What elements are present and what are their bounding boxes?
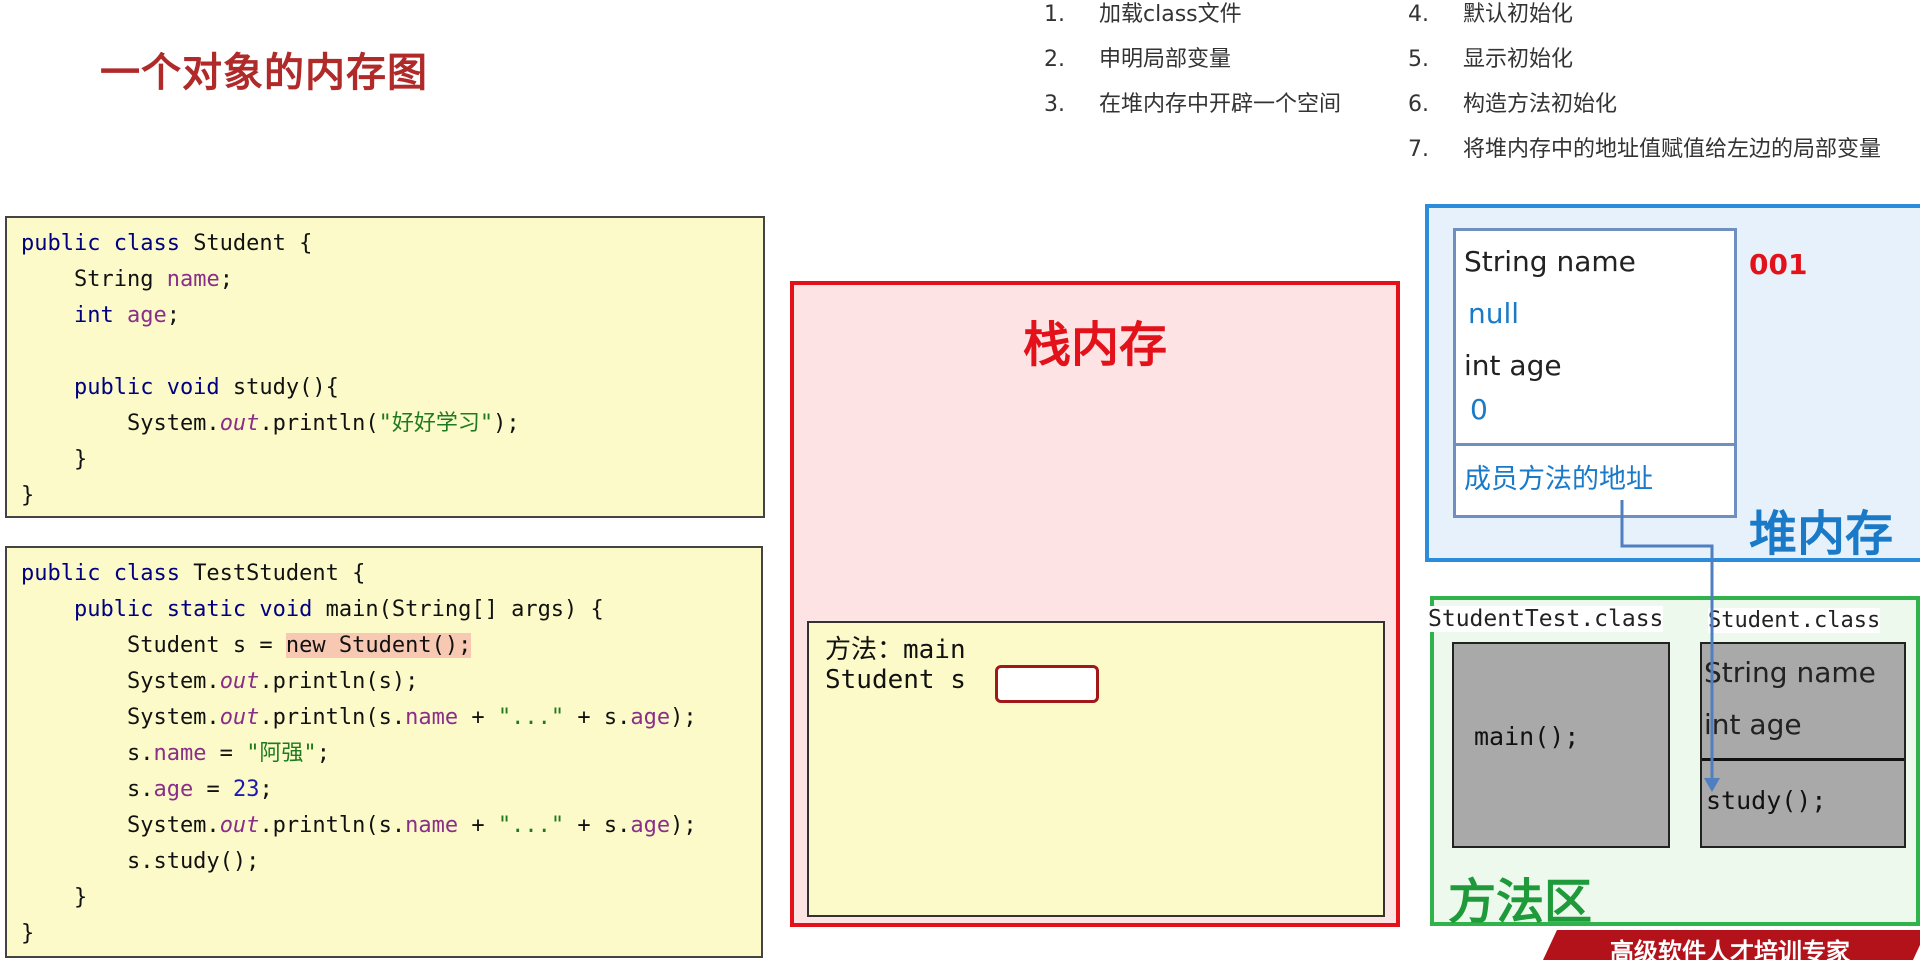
frame-method-label: 方法：main (825, 635, 966, 665)
class2-label: Student.class (1708, 608, 1881, 633)
method-area-title: 方法区 (1448, 874, 1593, 930)
student-test-class-box: main(); (1452, 642, 1670, 848)
heap-field-name-value: null (1468, 297, 1520, 330)
stack-memory: 栈内存 方法：main Student s (790, 281, 1400, 927)
heap-field-name-label: String name (1464, 245, 1636, 278)
step-item: 4.默认初始化 (1408, 2, 1574, 27)
watermark-text: 高级软件人才培训专家 (1610, 938, 1850, 966)
class-divider (1702, 758, 1904, 761)
test-student-code: public class TestStudent { public static… (5, 546, 763, 958)
class-field-age: int age (1704, 708, 1802, 741)
study-method: study(); (1706, 786, 1827, 815)
main-stack-frame: 方法：main Student s (807, 621, 1385, 917)
step-item: 1.加载class文件 (1044, 2, 1242, 27)
heap-divider (1456, 443, 1734, 446)
heap-memory: String name null int age 0 成员方法的地址 001 堆… (1425, 204, 1920, 562)
stack-title: 栈内存 (1022, 317, 1167, 373)
method-area: StudentTest.class Student.class main(); … (1428, 596, 1920, 930)
heap-field-age-value: 0 (1470, 393, 1488, 426)
student-class-box: String name int age study(); (1700, 642, 1906, 848)
class1-label: StudentTest.class (1428, 606, 1664, 632)
main-method: main(); (1474, 722, 1580, 751)
heap-address-label: 001 (1749, 248, 1808, 281)
step-item: 7.将堆内存中的地址值赋值给左边的局部变量 (1408, 137, 1882, 162)
step-item: 3.在堆内存中开辟一个空间 (1044, 92, 1342, 117)
frame-variable-label: Student s (825, 665, 966, 695)
heap-object: String name null int age 0 成员方法的地址 (1453, 228, 1737, 518)
heap-field-age-label: int age (1464, 349, 1562, 382)
student-class-code: public class Student { String name; int … (5, 216, 765, 518)
highlighted-new-expression: new Student(); (285, 633, 472, 658)
heap-title: 堆内存 (1749, 506, 1894, 562)
class-field-name: String name (1704, 656, 1876, 689)
step-item: 5.显示初始化 (1408, 47, 1574, 72)
variable-value-slot (995, 665, 1099, 703)
heap-method-address: 成员方法的地址 (1464, 464, 1653, 495)
page-title: 一个对象的内存图 (100, 50, 428, 96)
steps-left-list: 1.加载class文件 2.申明局部变量 3.在堆内存中开辟一个空间 (1044, 0, 1341, 127)
step-item: 6.构造方法初始化 (1408, 92, 1618, 117)
step-item: 2.申明局部变量 (1044, 47, 1232, 72)
steps-right-list: 4.默认初始化 5.显示初始化 6.构造方法初始化 7.将堆内存中的地址值赋值给… (1408, 0, 1881, 172)
